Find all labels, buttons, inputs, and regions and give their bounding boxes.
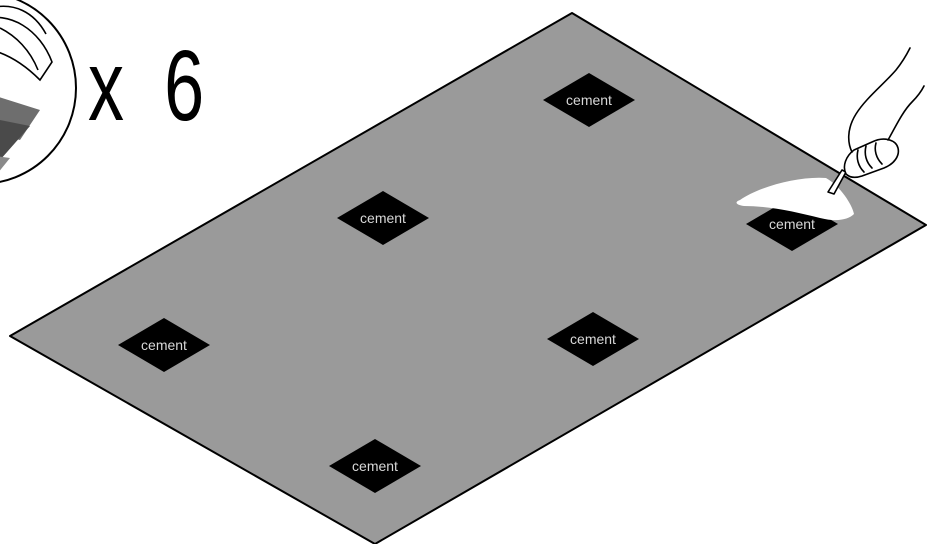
cement-pad-label: cement <box>769 216 815 232</box>
trowel-hand-icon <box>828 48 924 194</box>
cement-pad-label: cement <box>570 331 616 347</box>
cement-pad-label: cement <box>360 210 406 226</box>
cement-pad-label: cement <box>352 458 398 474</box>
cement-pad-label: cement <box>141 337 187 353</box>
floor-slab <box>10 13 926 544</box>
detail-magnifier-icon <box>0 0 80 195</box>
cement-pad-label: cement <box>566 92 612 108</box>
